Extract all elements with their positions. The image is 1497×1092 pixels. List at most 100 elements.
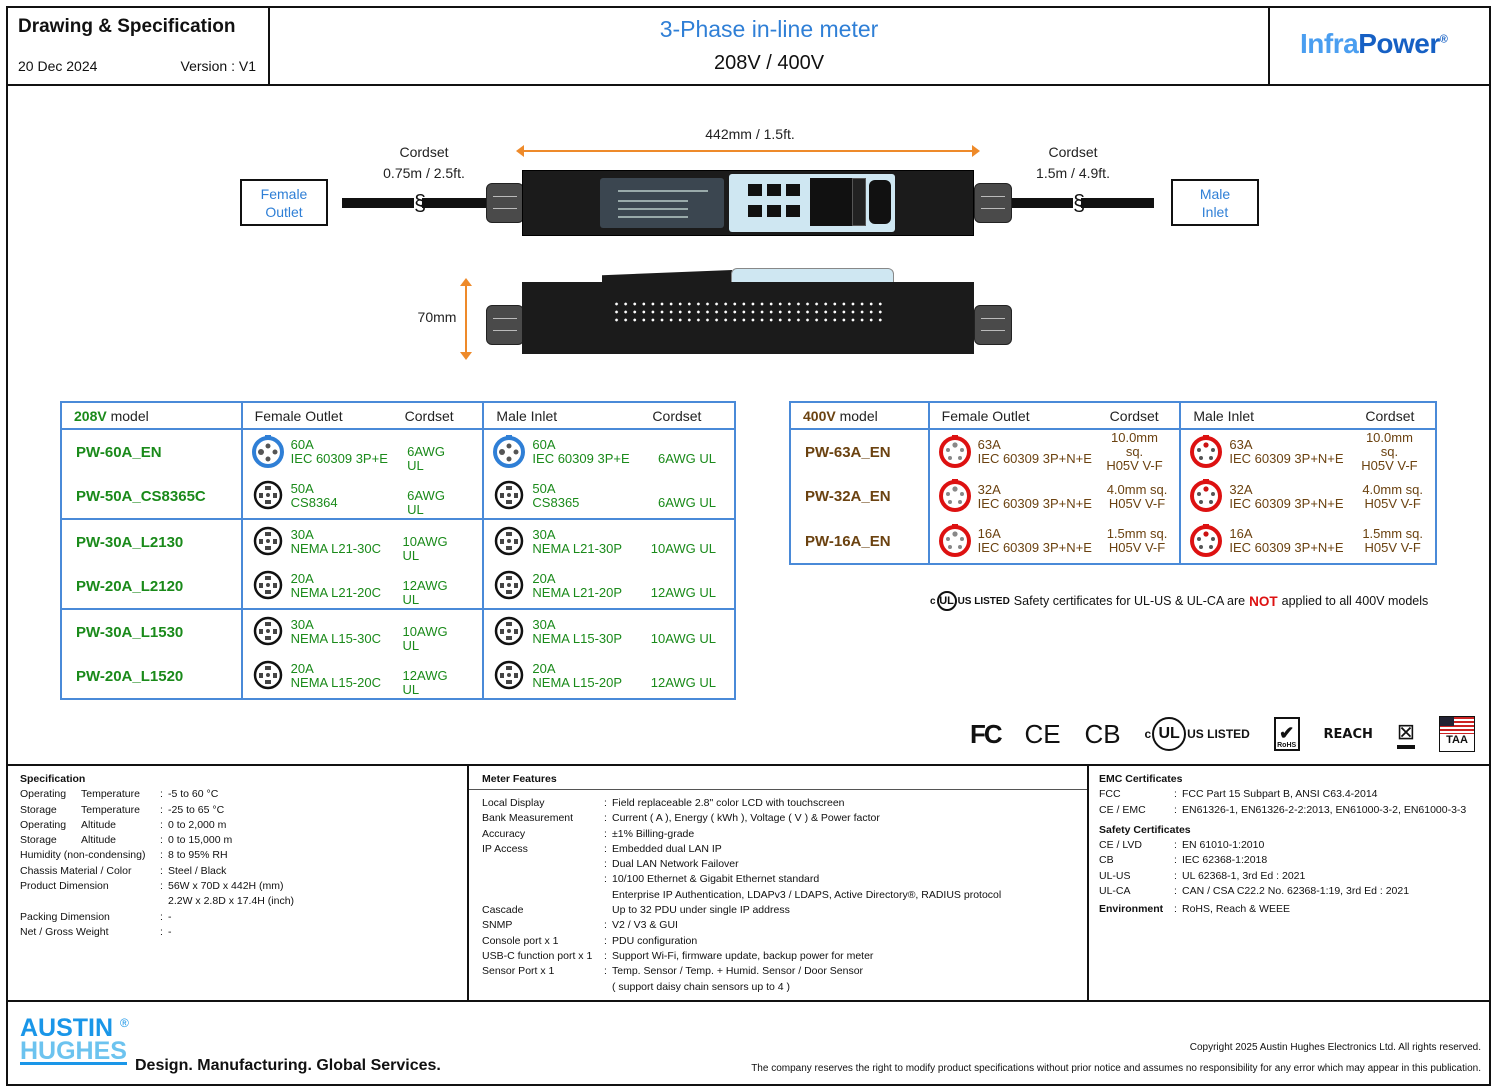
weee-icon: ⊠: [1396, 719, 1416, 749]
spec-key: Humidity (non-condensing): [20, 849, 146, 862]
title-block: Drawing & Specification 20 Dec 2024 Vers…: [6, 6, 1491, 86]
safety-cert-row: CE / LVD:EN 61010-1:2010: [1099, 838, 1489, 853]
female-cordset: 12AWG UL: [402, 578, 448, 607]
logo-reg: ®: [1439, 33, 1448, 46]
right-cable-gland: [974, 183, 1012, 223]
female-amp: 50A: [290, 481, 314, 496]
spec-value: -25 to 65 °C: [168, 803, 225, 816]
logo-reg: ®: [120, 1016, 129, 1030]
male-cordset: 12AWG UL: [650, 675, 716, 690]
plug-inlet-icon: [492, 658, 532, 695]
female-cordset: 6AWG UL: [407, 488, 445, 517]
disclaimer: The company reserves the right to modify…: [751, 1063, 1481, 1074]
logo-austin: AUSTIN: [20, 1014, 114, 1042]
spec-value: 8 to 95% RH: [168, 849, 228, 862]
spec-row: Humidity (non-condensing):8 to 95% RH: [20, 848, 467, 863]
feature-value: ±1% Billing-grade: [612, 827, 695, 840]
female-cordset-type: H05V V-F: [1108, 495, 1166, 511]
side-panel-hood: [731, 268, 894, 283]
male-cordset: 6AWG UL: [657, 451, 716, 466]
iec-socket-icon: [938, 523, 978, 560]
panel-buttons: [852, 178, 866, 226]
spec-key: Operating: [20, 788, 67, 801]
lan-port-icon: [748, 205, 762, 217]
logo-hughes: HUGHES: [20, 1037, 127, 1065]
cert-key: UL-CA: [1099, 885, 1131, 898]
feature-value: V2 / V3 & GUI: [612, 919, 678, 932]
model-header: 208V model: [60, 402, 242, 429]
male-type: IEC 60309 3P+N+E: [1229, 540, 1344, 555]
feature-key: Bank Measurement: [482, 812, 574, 825]
female-type: NEMA L15-20C: [290, 675, 381, 690]
austin-hughes-logo: AUSTIN HUGHES ®: [20, 1014, 129, 1065]
infrapower-logo: InfraPower®: [1300, 28, 1448, 60]
cert-key: UL-US: [1099, 869, 1131, 882]
female-amp: 63A: [977, 437, 1001, 452]
spec-value: 56W x 70D x 442H (mm): [168, 880, 284, 893]
male-cordset-size: 4.0mm sq.: [1362, 481, 1423, 497]
female-type: IEC 60309 3P+N+E: [977, 495, 1092, 511]
female-type: NEMA L21-20C: [290, 585, 381, 600]
ul-us-listed: US LISTED: [957, 595, 1010, 607]
spec-key: [20, 894, 155, 909]
col-male-inlet: Male Inlet: [496, 407, 558, 424]
copyright: Copyright 2025 Austin Hughes Electronics…: [1189, 1042, 1481, 1053]
iec-socket-icon: [938, 478, 978, 515]
doc-date: 20 Dec 2024: [18, 58, 98, 74]
model-name: PW-30A_L2130: [60, 519, 242, 564]
spec-value: -: [168, 910, 172, 923]
female-cordset: 10AWG UL: [402, 624, 448, 653]
model-name: PW-32A_EN: [789, 474, 929, 519]
col-male-inlet: Male Inlet: [1193, 407, 1255, 424]
iec-inlet-icon: [1189, 434, 1229, 471]
feature-key: [482, 888, 599, 903]
feature-value: Temp. Sensor / Temp. + Humid. Sensor / D…: [612, 965, 864, 978]
spec-value: 2.2W x 2.8D x 17.4H (inch): [168, 895, 295, 908]
male-type: NEMA L21-20P: [532, 585, 623, 600]
female-cordset-size: 1.5mm sq.: [1106, 526, 1168, 541]
female-outlet-header: Female Outlet Cordset: [240, 402, 484, 429]
feature-row: :10/100 Ethernet & Gigabit Ethernet stan…: [482, 872, 1087, 887]
feature-row: Console port x 1:PDU configuration: [482, 934, 1087, 949]
spec-row: Net / Gross Weight:-: [20, 925, 467, 940]
feature-key: [482, 857, 599, 872]
feature-key: Cascade: [482, 904, 524, 917]
cert-value: IEC 62368-1:2018: [1182, 854, 1268, 867]
female-amp: 20A: [290, 661, 314, 676]
col-cordset: Cordset: [404, 407, 454, 424]
col-cordset: Cordset: [1109, 407, 1159, 424]
feature-row: :Dual LAN Network Failover: [482, 857, 1087, 872]
female-amp: 30A: [290, 617, 314, 632]
meter-features-title: Meter Features: [482, 773, 557, 785]
length-dimension-arrow: [516, 145, 980, 157]
plug-socket-icon: [251, 524, 291, 561]
model-name: PW-20A_L2120: [60, 564, 242, 609]
cert-key: FCC: [1099, 788, 1121, 801]
certificates-column: EMC Certificates FCC:FCC Part 15 Subpart…: [1089, 766, 1489, 1002]
male-inlet-box: Male Inlet: [1171, 179, 1259, 226]
female-type: NEMA L21-30C: [290, 541, 381, 556]
plug-socket-icon: [251, 658, 291, 695]
spec-value: -: [168, 925, 172, 938]
spec-value: 0 to 15,000 m: [168, 834, 233, 847]
cert-value: EN 61010-1:2010: [1182, 839, 1265, 852]
spec-row: Packing Dimension:-: [20, 910, 467, 925]
model-name: PW-50A_CS8365C: [60, 474, 242, 519]
col-female-outlet: Female Outlet: [254, 407, 343, 424]
right-cable: [1008, 198, 1154, 208]
female-type: IEC 60309 3P+N+E: [977, 540, 1092, 555]
male-type: NEMA L15-30P: [532, 631, 623, 646]
